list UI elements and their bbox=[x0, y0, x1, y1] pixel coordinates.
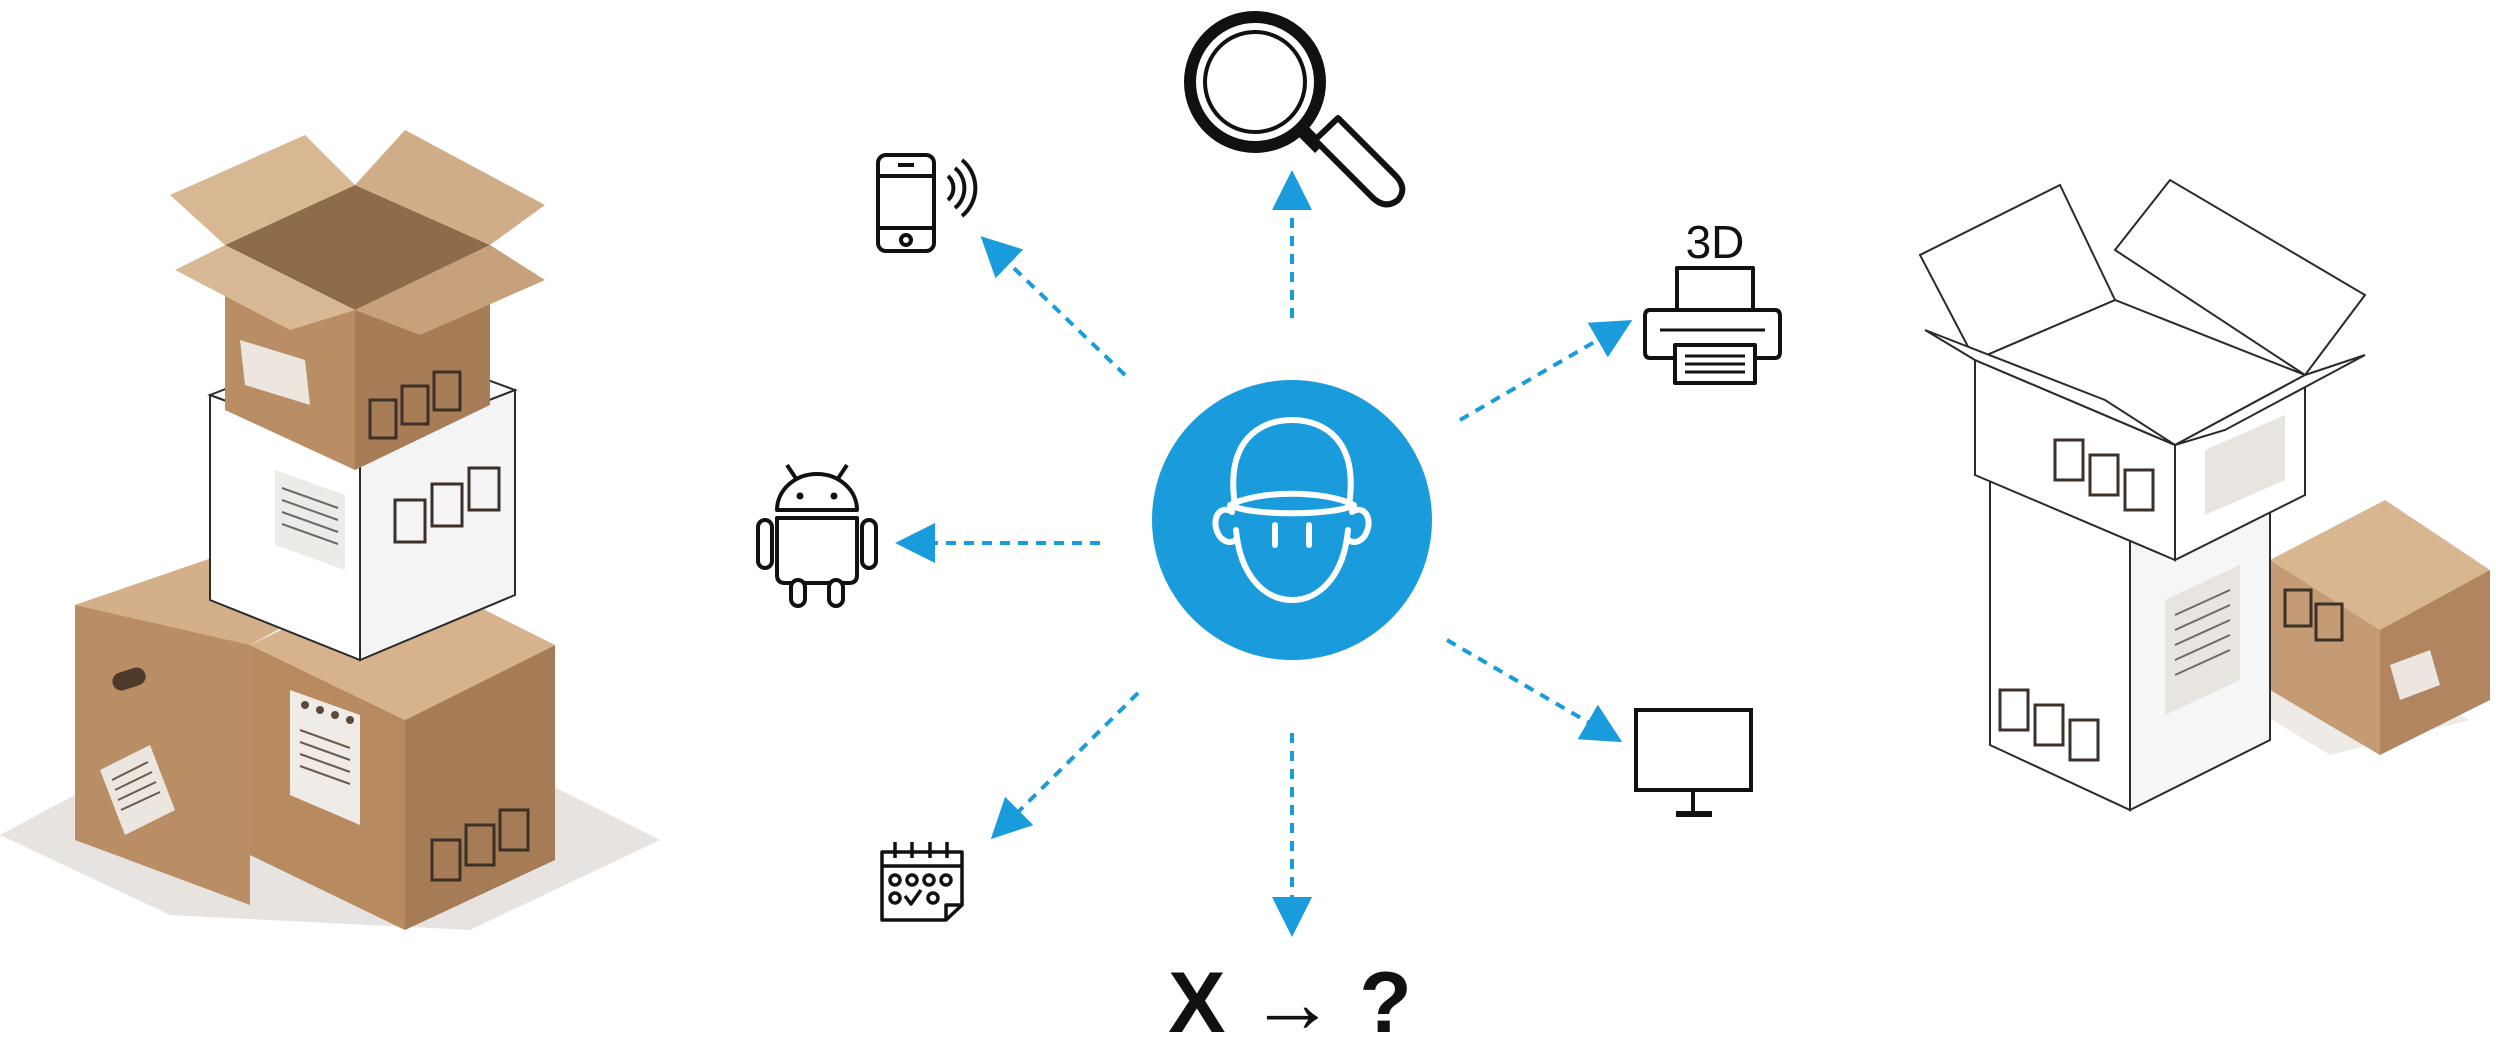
x-arrow-question-label: X → ? bbox=[1168, 955, 1412, 1045]
left-boxes-illustration bbox=[0, 130, 660, 930]
right-boxes-illustration bbox=[1918, 178, 2490, 812]
android-icon bbox=[756, 463, 878, 608]
worker-cap-face-icon bbox=[1212, 417, 1372, 603]
arrow-down-left bbox=[990, 691, 1140, 840]
x-arrow-question-icon: X → ? bbox=[1168, 955, 1412, 1045]
calendar-check-icon bbox=[880, 842, 964, 922]
smartphone-wireless-icon bbox=[876, 153, 978, 253]
printer-3d-label: 3D bbox=[1686, 216, 1745, 268]
center-node bbox=[1152, 380, 1432, 660]
magnifying-glass-icon bbox=[1184, 11, 1406, 208]
arrow-up-right bbox=[1458, 319, 1633, 422]
arrow-down-right bbox=[1445, 638, 1623, 743]
connector-arrows bbox=[895, 170, 1633, 937]
desktop-monitor-icon bbox=[1634, 708, 1753, 817]
arrow-up-left bbox=[980, 236, 1127, 377]
3d-printer-icon: 3D bbox=[1643, 216, 1782, 385]
